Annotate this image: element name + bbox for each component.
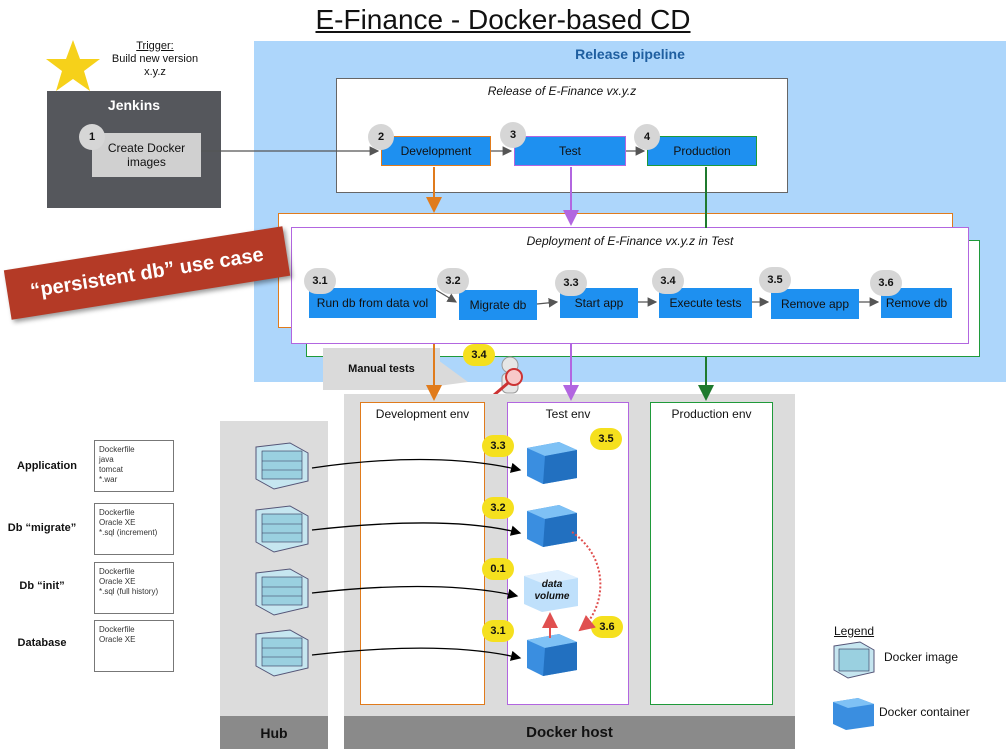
step-number-badge: 3.5	[759, 267, 791, 293]
image-label-application: Application	[17, 460, 77, 472]
callout-pointer	[438, 360, 468, 386]
step-remove-app: Remove app	[771, 289, 859, 319]
manual-tests-badge: 3.4	[463, 344, 495, 366]
dockerfile-line: Oracle XE	[99, 518, 136, 527]
data-volume-line1: data	[541, 579, 563, 590]
step-migrate-db: Migrate db	[459, 290, 537, 320]
stage-number-badge: 4	[634, 124, 660, 150]
production-env	[650, 402, 773, 705]
trigger-text: Trigger: Build new version x.y.z	[100, 40, 210, 79]
step-number-badge: 3.3	[555, 270, 587, 296]
release-pipeline-title: Release pipeline	[575, 46, 685, 62]
step-number-badge: 3.1	[304, 268, 336, 294]
image-label-database: Database	[17, 637, 67, 649]
dockerfile-db-migrate: Dockerfile Oracle XE *.sql (increment)	[94, 503, 174, 555]
dockerfile-line: tomcat	[99, 465, 124, 474]
test-badge: 3.5	[590, 428, 622, 450]
create-docker-images-step: Create Docker images	[92, 133, 201, 177]
star-icon	[46, 40, 100, 91]
stage-development: Development	[381, 136, 491, 166]
step-run-db: Run db from data vol	[309, 288, 436, 318]
release-box-label: Release of E-Finance vx.y.z	[487, 84, 637, 98]
dockerfile-line: Dockerfile	[99, 445, 135, 454]
trigger-line2: Build new version	[111, 53, 199, 65]
test-badge: 0.1	[482, 558, 514, 580]
data-volume-label: data volume	[522, 579, 582, 603]
docker-container-icon	[527, 505, 577, 547]
image-label-db-migrate: Db “migrate”	[7, 522, 77, 534]
test-badge: 3.3	[482, 435, 514, 457]
dockerfile-database: Dockerfile Oracle XE	[94, 620, 174, 672]
docker-image-icon	[255, 568, 309, 616]
hub-footer: Hub	[220, 716, 328, 749]
dockerfile-line: Dockerfile	[99, 625, 135, 634]
jenkins-title: Jenkins	[107, 97, 161, 113]
deployment-box-test	[291, 227, 969, 344]
use-case-banner: “persistent db” use case	[3, 226, 291, 320]
legend-title: Legend	[834, 624, 875, 638]
docker-container-icon	[527, 634, 577, 676]
stage-production: Production	[647, 136, 757, 166]
stage-number-badge: 2	[368, 124, 394, 150]
test-badge: 3.1	[482, 620, 514, 642]
dockerfile-line: Oracle XE	[99, 577, 136, 586]
tester-magnifier-icon	[493, 356, 523, 397]
legend-docker-image-label: Docker image	[884, 650, 959, 664]
dockerfile-application: Dockerfile java tomcat *.war	[94, 440, 174, 492]
trigger-heading: Trigger:	[136, 40, 174, 52]
release-box	[336, 78, 788, 193]
docker-image-icon	[255, 629, 309, 677]
dockerfile-line: Oracle XE	[99, 635, 136, 644]
docker-container-icon	[527, 442, 577, 484]
legend-docker-image-icon	[833, 641, 875, 679]
development-env	[360, 402, 485, 705]
docker-host-footer: Docker host	[344, 716, 795, 749]
dockerfile-db-init: Dockerfile Oracle XE *.sql (full history…	[94, 562, 174, 614]
docker-image-icon	[255, 442, 309, 490]
stage-test: Test	[514, 136, 626, 166]
data-volume-line2: volume	[534, 591, 570, 602]
dockerfile-line: Dockerfile	[99, 567, 135, 576]
data-volume-icon	[524, 570, 578, 612]
stage-number-badge: 3	[500, 122, 526, 148]
dockerfile-line: *.sql (full history)	[99, 587, 159, 596]
docker-image-icon	[255, 505, 309, 553]
test-env-label: Test env	[545, 407, 591, 421]
development-env-label: Development env	[375, 407, 470, 421]
image-label-db-init: Db “init”	[19, 580, 65, 592]
manual-tests-callout: Manual tests	[323, 348, 440, 390]
dockerfile-line: java	[99, 455, 114, 464]
test-badge: 3.2	[482, 497, 514, 519]
step-number-badge: 3.2	[437, 268, 469, 294]
dockerfile-line: *.sql (increment)	[99, 528, 158, 537]
step-number-badge: 3.4	[652, 268, 684, 294]
dockerfile-line: Dockerfile	[99, 508, 135, 517]
test-badge: 3.6	[591, 616, 623, 638]
step-number-badge: 3.6	[870, 270, 902, 296]
dockerfile-line: *.war	[99, 475, 118, 484]
page-title: E-Finance - Docker-based CD	[315, 4, 691, 35]
legend-docker-container-icon	[833, 698, 874, 730]
trigger-line3: x.y.z	[144, 66, 166, 78]
legend-docker-container-label: Docker container	[879, 705, 970, 719]
production-env-label: Production env	[671, 407, 752, 421]
step-number-badge: 1	[79, 124, 105, 150]
deployment-box-label: Deployment of E-Finance vx.y.z in Test	[526, 234, 734, 248]
